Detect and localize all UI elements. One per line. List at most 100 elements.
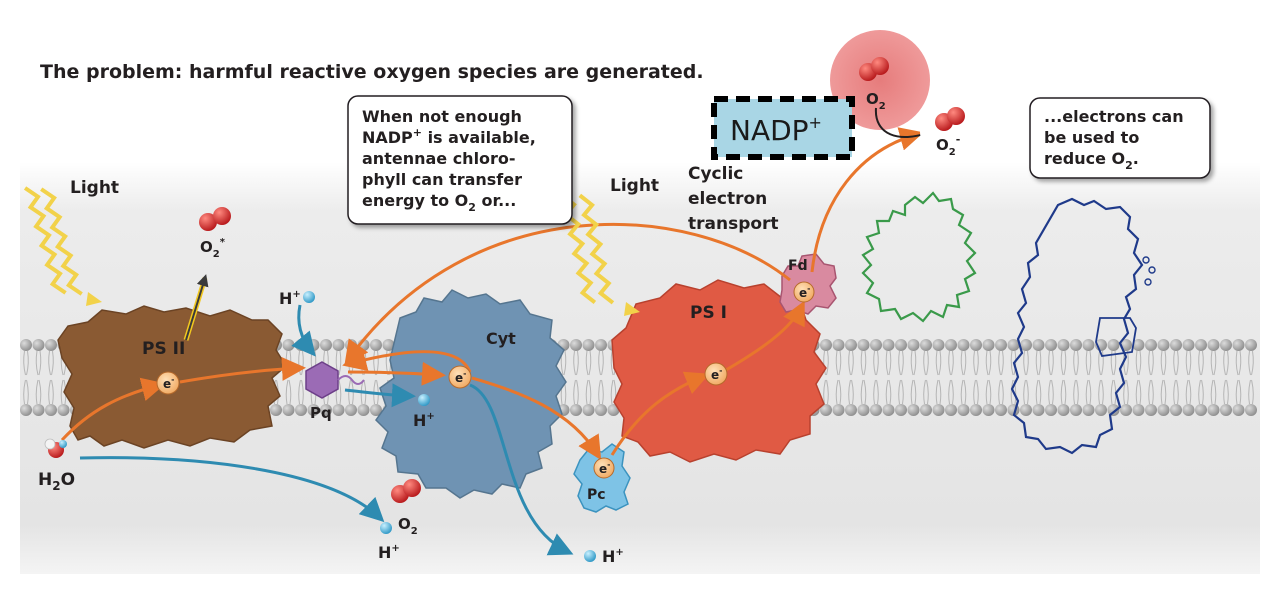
lipid-tail xyxy=(598,379,604,405)
lipid-tail xyxy=(823,350,829,376)
lipid-tail xyxy=(848,350,854,376)
lipid-head xyxy=(895,339,907,351)
lipid-tail xyxy=(998,350,1004,376)
lipid-head xyxy=(357,404,370,416)
lipid-tail xyxy=(960,379,967,405)
light-arrow-left xyxy=(86,292,102,306)
lipid-head xyxy=(332,404,345,416)
lipid-head xyxy=(932,404,945,416)
lipid-tail xyxy=(48,350,54,376)
lipid-tail xyxy=(860,379,867,405)
electron-cyt: e- xyxy=(448,365,472,389)
lipid-head xyxy=(857,339,870,351)
nadp-box: NADP+ xyxy=(711,96,855,160)
h-plus-cyt-label: H+ xyxy=(413,411,435,430)
o2-minus-label: O2- xyxy=(936,133,960,158)
lipid-tail xyxy=(998,379,1004,405)
lipid-head xyxy=(1032,339,1045,351)
lipid-head xyxy=(932,339,945,351)
lipid-tail xyxy=(1073,350,1079,376)
lipid-tail xyxy=(35,379,42,405)
lipid-head xyxy=(1170,339,1182,351)
lipid-head xyxy=(1107,339,1120,351)
lipid-head xyxy=(32,339,45,351)
lipid-tail xyxy=(885,350,892,376)
arrow-ps2-to-o2-star-core xyxy=(185,274,209,341)
lipid-tail xyxy=(1210,379,1217,405)
lipid-head xyxy=(1070,339,1082,351)
electron-pc: e- xyxy=(593,457,615,479)
orange-arrow-cyt-to-pc xyxy=(471,376,602,461)
lipid-tail xyxy=(1148,350,1154,376)
lipid-head xyxy=(1182,404,1195,416)
lipid-head xyxy=(582,404,595,416)
lipid-tail xyxy=(985,379,992,405)
lipid-tail xyxy=(860,350,867,376)
light-squiggle-left-1 xyxy=(23,186,67,295)
lipid-tail xyxy=(598,350,604,376)
singlet-oxygen-molecule xyxy=(199,207,231,231)
lipid-head xyxy=(995,339,1007,351)
lipid-head xyxy=(20,339,32,351)
lipid-head xyxy=(45,404,57,416)
lipid-head xyxy=(845,339,857,351)
blue-arrow-h2o-to-o2 xyxy=(79,456,385,523)
navy-protein-outline xyxy=(1010,197,1144,455)
svg-text:...electrons can be used: ...electrons can be used to reduce O2. xyxy=(1044,107,1189,172)
lipid-head xyxy=(945,404,957,416)
lipid-tail xyxy=(885,379,892,405)
lipid-head xyxy=(1220,339,1232,351)
oxygen-molecule-bottom xyxy=(391,479,421,503)
lipid-head xyxy=(870,404,882,416)
lipid-tail xyxy=(1110,350,1117,376)
lipid-head xyxy=(832,339,845,351)
lipid-tail xyxy=(573,379,579,405)
lipid-head xyxy=(870,339,882,351)
lipid-tail xyxy=(923,379,929,405)
lipid-head xyxy=(595,339,607,351)
lipid-tail xyxy=(1098,350,1104,376)
lipid-head xyxy=(882,339,895,351)
lipid-head xyxy=(1045,339,1057,351)
lipid-head xyxy=(1132,404,1145,416)
superoxide-glow xyxy=(920,106,980,158)
h-plus-top-label: H+ xyxy=(279,289,301,308)
lipid-head xyxy=(282,404,295,416)
lipid-head xyxy=(957,404,970,416)
lipid-head xyxy=(920,339,932,351)
lipid-tail xyxy=(923,350,929,376)
lipid-head xyxy=(982,404,995,416)
lipid-tail xyxy=(1198,379,1204,405)
plastoquinone-tail xyxy=(337,375,365,385)
h-plus-bottom-label: H+ xyxy=(378,543,400,562)
electron-ps1: e- xyxy=(704,362,728,386)
cyclic-label: Cyclic electron transport xyxy=(688,164,779,234)
lipid-head xyxy=(970,339,982,351)
lipid-head xyxy=(1020,339,1032,351)
ps1-label: PS I xyxy=(690,303,727,323)
lipid-head xyxy=(1007,339,1020,351)
lipid-head xyxy=(1195,339,1207,351)
lipid-tail xyxy=(585,379,592,405)
lipid-tail xyxy=(298,379,304,405)
lipid-head xyxy=(1207,339,1220,351)
lipid-head xyxy=(1157,339,1170,351)
lipid-head xyxy=(1170,404,1182,416)
lipid-head xyxy=(370,404,382,416)
callout-left: When not enough NADP+ is available, ante… xyxy=(347,95,573,225)
lipid-tail xyxy=(910,350,917,376)
lipid-head xyxy=(582,339,595,351)
svg-text:e-: e- xyxy=(455,369,466,385)
lipid-head xyxy=(1095,404,1107,416)
lipid-head xyxy=(1045,404,1057,416)
lipid-tail xyxy=(1248,350,1254,376)
light-arrow-right xyxy=(624,302,640,316)
navy-protein-inner-notch xyxy=(1095,317,1137,357)
lipid-tail xyxy=(823,379,829,405)
lipid-head xyxy=(1070,404,1082,416)
lipid-head xyxy=(1157,404,1170,416)
lipid-tail xyxy=(1098,379,1104,405)
lipid-tail xyxy=(1160,350,1167,376)
pc-label: Pc xyxy=(587,487,606,503)
svg-text:NADP+: NADP+ xyxy=(730,113,822,147)
